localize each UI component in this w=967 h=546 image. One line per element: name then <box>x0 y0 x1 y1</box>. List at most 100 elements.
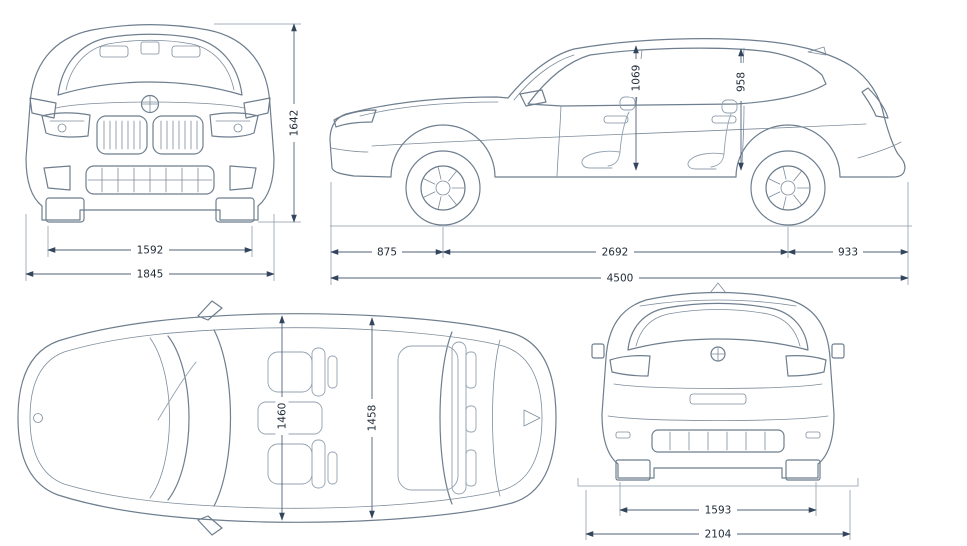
rear-seat-headrest <box>721 99 738 114</box>
dim-label-front-headroom-group: 1069 <box>629 59 643 97</box>
top-view-drawing: 1460 1458 <box>17 300 557 536</box>
extension-lines <box>330 182 909 285</box>
label-bg <box>734 63 748 101</box>
front-lower-intake-grid <box>87 167 213 193</box>
reflector-left <box>615 431 631 439</box>
label-bg <box>699 503 737 517</box>
label-bg <box>275 397 289 435</box>
rear-wheel-tire <box>750 150 826 226</box>
front-bumper-line <box>330 147 369 153</box>
rear-view-drawing <box>577 282 859 487</box>
front-headrest-top <box>327 355 338 389</box>
front-view-dimensions: 1592 1845 1642 <box>25 23 301 281</box>
rear-window <box>627 302 809 351</box>
headlight-right-lens <box>233 123 243 133</box>
dim-label-rear-interior-width: 1458 <box>367 405 379 432</box>
label-bg <box>131 243 169 257</box>
front-windshield <box>57 33 243 96</box>
roof-spoiler-line <box>639 299 797 307</box>
front-grille-slats <box>103 120 198 150</box>
roof-antenna-triangle <box>709 282 727 294</box>
dim-label-overall-width: 1845 <box>137 269 164 281</box>
label-bg <box>699 527 737 541</box>
headlight-right <box>209 112 259 138</box>
rear-lamp-side <box>861 87 889 119</box>
rear-headrest-left <box>465 351 477 389</box>
reflector-right <box>805 431 821 439</box>
taillight-right <box>785 355 827 377</box>
character-line <box>371 123 867 147</box>
dim-label-rear-headroom-group: 958 <box>734 63 748 101</box>
rear-wheel-spokes <box>768 167 810 209</box>
dim-label-overall-height: 1642 <box>289 110 301 137</box>
dim-label-rear-headroom: 958 <box>736 72 748 92</box>
wiper-line <box>157 361 197 421</box>
side-mirror <box>519 89 547 107</box>
rear-wheel-hub <box>780 180 796 196</box>
bumper-top-line <box>607 415 829 421</box>
side-view-drawing: 1069 958 <box>329 38 912 227</box>
door-handle-front <box>603 115 629 124</box>
mirror-bottom <box>197 515 223 536</box>
rear-body-outline <box>601 291 835 479</box>
dim-label-overall-length: 4500 <box>607 273 634 285</box>
front-grille-right-kidney <box>152 115 204 155</box>
label-bg <box>372 245 402 259</box>
dim-label-rear-overhang: 933 <box>838 247 858 259</box>
front-windshield-inner <box>65 39 235 91</box>
rear-view-dimensions: 1593 2104 <box>585 482 851 541</box>
front-corner-vent-right <box>229 165 257 191</box>
mirror-top <box>197 300 223 321</box>
front-wheel-left <box>45 197 85 223</box>
rear-fin <box>523 409 541 427</box>
label-bg <box>833 245 863 259</box>
front-grille-left-kidney <box>96 115 148 155</box>
headlight-left-lens <box>57 123 67 133</box>
side-mirror-right <box>243 97 271 119</box>
extension-lines <box>25 23 301 281</box>
dim-label-overall-height-group: 1642 <box>287 104 301 142</box>
hood-roundel <box>33 413 43 423</box>
cowl-arc <box>149 337 170 499</box>
dim-label-front-headroom: 1069 <box>631 65 643 92</box>
rear-mirror-right <box>831 343 845 359</box>
interior-seats <box>581 96 738 170</box>
front-body-outline <box>25 24 275 221</box>
label-bg <box>629 59 643 97</box>
tailgate-handle-strip <box>689 393 747 405</box>
sun-visor-left <box>99 45 129 58</box>
tailgate-arc <box>492 339 501 497</box>
shark-fin-antenna <box>807 46 827 56</box>
top-body-inner-line <box>29 327 543 509</box>
dim-label-wheelbase: 2692 <box>602 247 629 259</box>
door-handle-rear <box>711 115 737 124</box>
dim-label-rear-track: 1593 <box>705 505 732 517</box>
front-wheel-tire <box>405 150 481 226</box>
rear-bench-cushion <box>397 345 459 491</box>
front-seatback-top <box>311 347 326 397</box>
rear-seat-cushion <box>687 152 725 170</box>
rear-headrest-center <box>465 405 477 433</box>
headlight-left <box>41 112 91 138</box>
side-headlight <box>333 109 377 128</box>
tailgate-seam <box>613 383 823 389</box>
front-wheel-hub <box>435 180 451 196</box>
front-roundel-cross <box>141 95 159 113</box>
front-wheel-rim <box>420 165 466 211</box>
roof-front-edge <box>213 329 232 507</box>
dim-label-front-interior-width: 1460 <box>277 403 289 430</box>
label-bg <box>596 245 634 259</box>
dim-label-rear-interior-width-group: 1458 <box>365 399 379 437</box>
extension-lines <box>585 482 851 540</box>
front-headrest-bottom <box>327 451 338 485</box>
front-seat-headrest <box>619 96 636 111</box>
rearview-mirror <box>140 41 160 55</box>
center-console <box>257 401 323 435</box>
front-door-cut <box>556 105 562 177</box>
front-seatback-bottom <box>311 439 326 489</box>
rear-ground-platform <box>577 478 859 487</box>
rear-window-arc <box>439 331 453 505</box>
sun-visor-right <box>171 45 201 58</box>
